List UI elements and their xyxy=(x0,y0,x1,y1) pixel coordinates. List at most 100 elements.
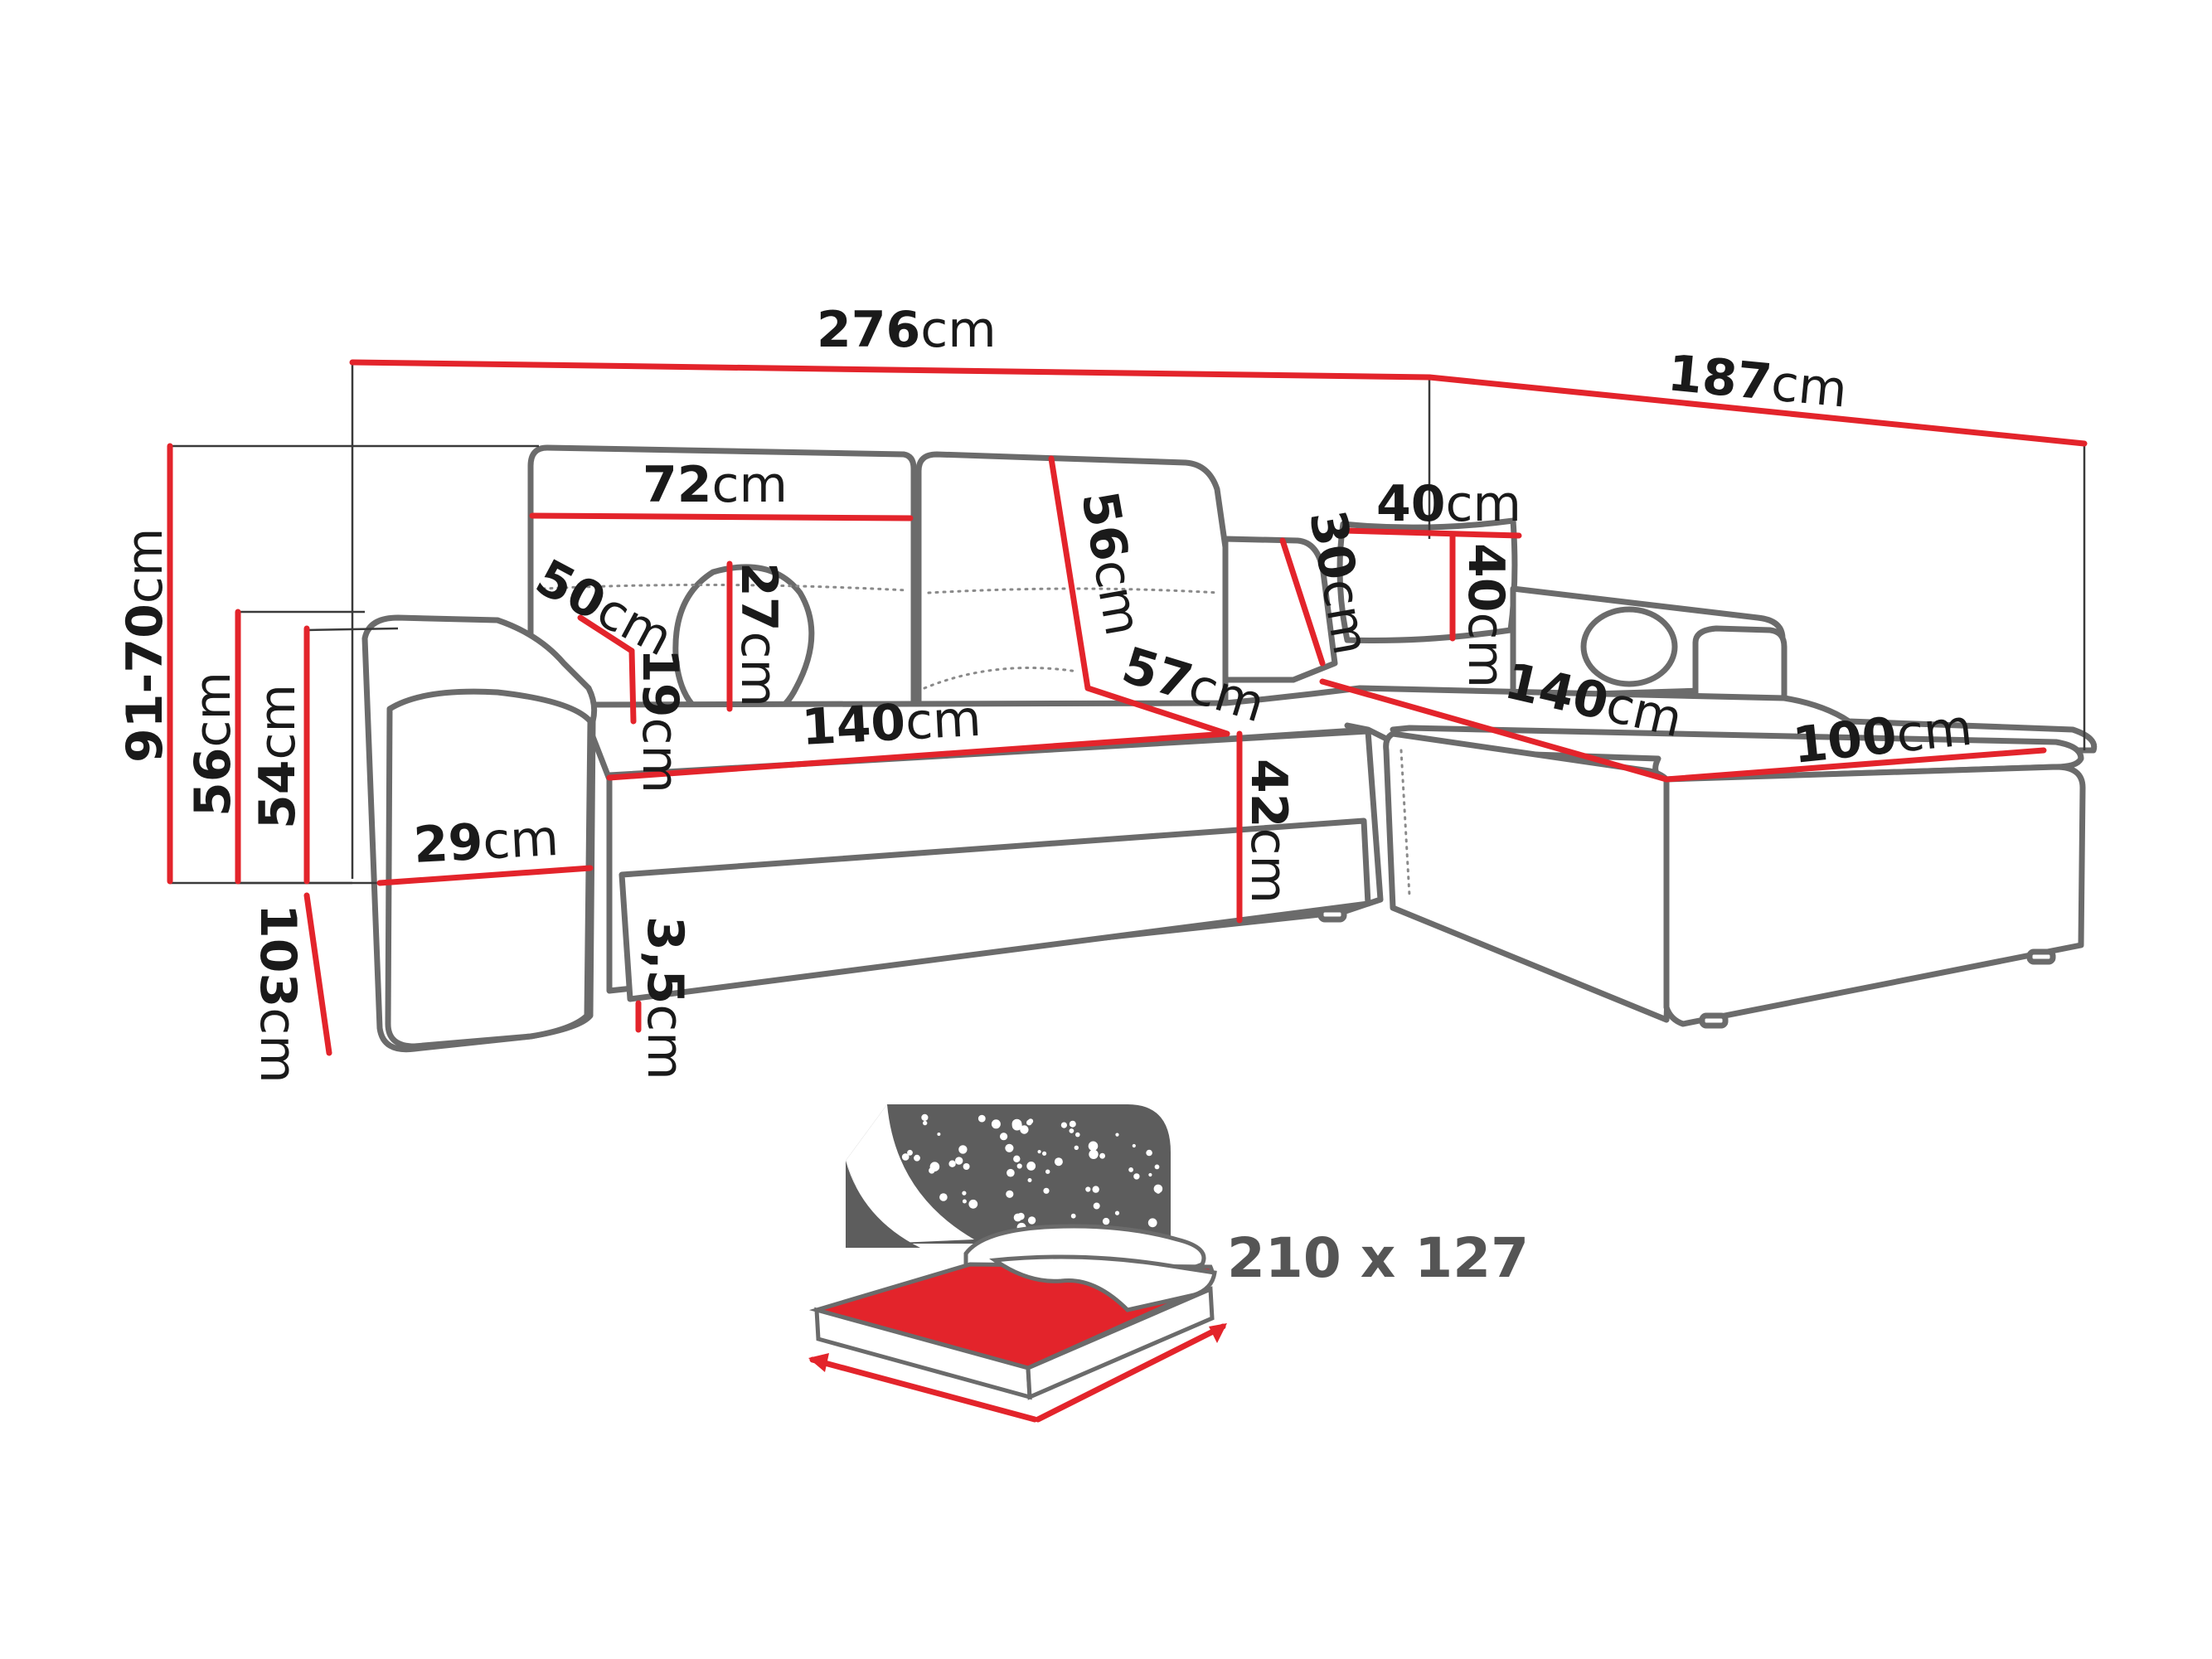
star xyxy=(1013,1155,1021,1163)
label-backrest-width: 72cm xyxy=(643,456,788,514)
star xyxy=(1115,1133,1119,1137)
star xyxy=(1020,1125,1029,1134)
foot-3 xyxy=(2026,948,2056,965)
star xyxy=(1070,1213,1076,1219)
label-total-height: 91-70cm xyxy=(116,528,174,763)
chaise-armrest xyxy=(1692,625,1788,704)
star xyxy=(1085,1186,1091,1192)
star xyxy=(939,1193,948,1201)
star xyxy=(1153,1184,1163,1194)
star xyxy=(958,1145,968,1154)
star xyxy=(968,1199,978,1209)
star xyxy=(1027,1178,1032,1182)
bed-size-label: 210 x 127 xyxy=(1227,1226,1529,1290)
label-depth: 103cm xyxy=(249,904,307,1084)
dimension-lines xyxy=(167,359,2088,1056)
star xyxy=(1007,1168,1015,1177)
dim-line-57 xyxy=(1084,685,1230,737)
star xyxy=(1156,1189,1161,1194)
dim-line-29 xyxy=(376,865,594,886)
sofa-drawer xyxy=(618,817,1371,1002)
label-armrest-width: 29cm xyxy=(412,809,560,875)
star xyxy=(1099,1152,1105,1159)
label-seat-width: 140cm xyxy=(800,690,982,757)
star xyxy=(1102,1217,1110,1225)
star xyxy=(1027,1216,1036,1225)
dim-line-103 xyxy=(303,892,332,1056)
label-armrest-inner-height: 54cm xyxy=(249,684,307,829)
bed-right-side xyxy=(1026,1286,1215,1400)
star xyxy=(948,1160,956,1167)
star xyxy=(930,1215,939,1224)
label-total-width: 276cm xyxy=(817,301,997,359)
foot-1 xyxy=(1317,906,1347,923)
arrow-head xyxy=(1209,1323,1227,1343)
label-seat-height: 42cm xyxy=(1239,759,1298,904)
star xyxy=(921,1220,927,1225)
seam-line xyxy=(541,583,910,592)
star xyxy=(1075,1132,1080,1138)
moon-curve-left xyxy=(846,1161,920,1248)
star xyxy=(911,1219,922,1230)
seam-line xyxy=(923,667,1079,690)
star xyxy=(937,1133,941,1136)
star xyxy=(1011,1118,1022,1129)
chaise-seat xyxy=(1390,725,2084,783)
bolster-right xyxy=(1580,606,1678,687)
dim-line-19 xyxy=(628,648,637,725)
star xyxy=(991,1119,1001,1129)
dim-line-276 xyxy=(349,359,1433,381)
armrest-left-front xyxy=(385,688,594,1050)
star xyxy=(1000,1133,1008,1141)
star xyxy=(1092,1186,1099,1193)
star xyxy=(1054,1157,1063,1167)
stars xyxy=(901,1113,1163,1232)
dim-line-50 xyxy=(577,614,635,654)
chaise-side-base xyxy=(1663,764,2086,1027)
star xyxy=(901,1153,910,1161)
label-bolster-diameter: 19cm xyxy=(631,648,689,793)
seam-line xyxy=(1399,749,1411,897)
label-chaise-width: 100cm xyxy=(1790,699,1975,775)
seat-surface xyxy=(577,685,2098,783)
star xyxy=(1045,1169,1050,1174)
corner-back xyxy=(1222,536,1338,683)
dim-line-100 xyxy=(1663,747,2047,783)
star xyxy=(1037,1150,1041,1154)
star xyxy=(920,1213,928,1221)
foot-2 xyxy=(1699,1012,1729,1029)
star xyxy=(923,1120,928,1126)
bed-arrow-length xyxy=(809,1356,1038,1423)
arrow-head xyxy=(808,1353,829,1372)
star xyxy=(1132,1143,1136,1148)
star xyxy=(1093,1202,1100,1210)
star xyxy=(902,1200,910,1206)
dim-line-72 xyxy=(529,512,914,521)
label-pillow-height: 40cm xyxy=(1457,543,1515,688)
star xyxy=(907,1149,913,1156)
label-corner-back: 30cm xyxy=(1298,506,1380,658)
star xyxy=(1013,1213,1022,1222)
star xyxy=(955,1157,963,1165)
dim-line-140-chaise xyxy=(1319,678,1670,783)
bed-icon: 210 x 127 xyxy=(808,1104,1529,1423)
extension-lines xyxy=(170,365,2086,885)
star xyxy=(977,1114,986,1123)
star xyxy=(921,1113,929,1121)
moon-curve xyxy=(846,1104,974,1244)
star xyxy=(962,1191,967,1196)
label-chaise-length: 187cm xyxy=(1666,344,1850,419)
star xyxy=(1088,1141,1099,1152)
star xyxy=(962,1199,967,1204)
label-bolster-height: 27cm xyxy=(730,562,788,707)
dim-line-56-back xyxy=(1048,455,1091,691)
dim-line-30 xyxy=(1279,537,1326,667)
seam-line xyxy=(927,587,1220,594)
chaise-front-base xyxy=(1383,730,1678,1023)
label-armrest-height: 56cm xyxy=(184,672,242,817)
bed-arrow-width xyxy=(1035,1323,1226,1423)
star xyxy=(1128,1167,1133,1172)
star xyxy=(1016,1163,1022,1169)
star xyxy=(914,1154,920,1162)
star xyxy=(1146,1149,1152,1157)
